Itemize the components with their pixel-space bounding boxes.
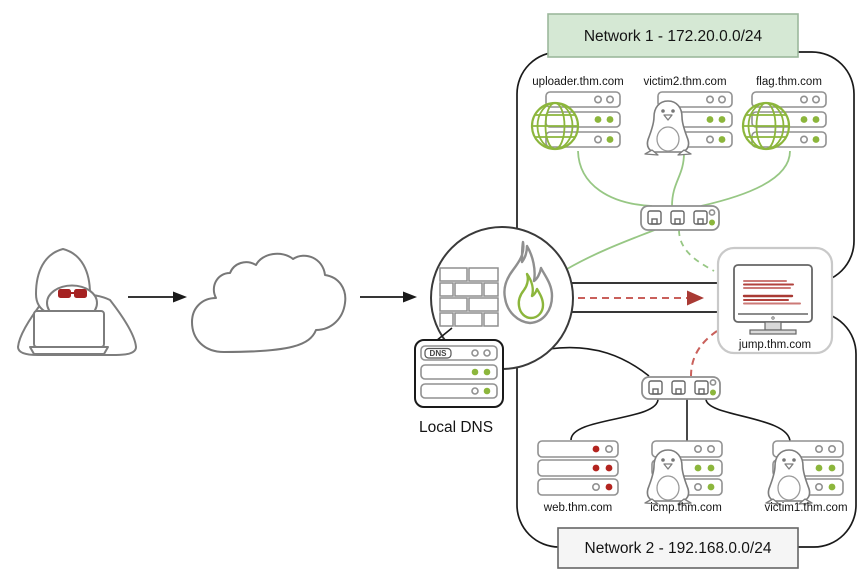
host-victim1: victim1.thm.com bbox=[764, 440, 848, 514]
host-victim2: victim2.thm.com bbox=[643, 76, 733, 156]
connector-flag-to-switch1 bbox=[700, 150, 791, 207]
firewall-icon bbox=[430, 226, 574, 370]
tux-icon bbox=[765, 449, 813, 505]
connector-victim2-to-switch1 bbox=[671, 152, 685, 207]
host-victim2-label: victim2.thm.com bbox=[643, 76, 726, 88]
dns-badge-label: DNS bbox=[430, 349, 448, 358]
flame-icon bbox=[503, 240, 554, 325]
network1-title-label: Network 1 - 172.20.0.0/24 bbox=[584, 28, 763, 45]
arrow-internet-to-firewall bbox=[360, 291, 417, 303]
dns-server-icon: DNS bbox=[414, 339, 504, 408]
host-uploader: uploader.thm.com bbox=[530, 76, 624, 151]
host-flag: flag.thm.com bbox=[741, 76, 827, 151]
tux-icon bbox=[644, 100, 692, 156]
connector-jump-to-switch2-dashed bbox=[690, 330, 718, 377]
switch1-icon bbox=[640, 205, 720, 231]
connector-firewall-to-switch2 bbox=[548, 346, 650, 377]
host-flag-label: flag.thm.com bbox=[756, 76, 822, 88]
connector-switch2-to-web bbox=[570, 398, 659, 441]
connector-firewall-to-dns bbox=[435, 327, 453, 342]
monitor-icon bbox=[733, 264, 813, 335]
network1-connectors bbox=[577, 150, 791, 272]
local-dns-label: Local DNS bbox=[419, 419, 493, 436]
host-web: web.thm.com bbox=[537, 440, 619, 514]
host-uploader-label: uploader.thm.com bbox=[532, 76, 623, 88]
globe-icon bbox=[530, 101, 580, 151]
server-rack-icon bbox=[545, 91, 621, 148]
host-victim1-label: victim1.thm.com bbox=[764, 502, 847, 514]
host-icmp-label: icmp.thm.com bbox=[650, 502, 722, 514]
network2-title-label: Network 2 - 192.168.0.0/24 bbox=[585, 540, 772, 557]
cloud-icon bbox=[191, 252, 347, 353]
connector-switch2-to-victim1 bbox=[705, 398, 791, 443]
brick-wall-icon bbox=[439, 267, 499, 327]
network2-title: Network 2 - 192.168.0.0/24 bbox=[557, 527, 799, 569]
jump-host-label: jump.thm.com bbox=[738, 339, 811, 351]
network2-connectors bbox=[570, 330, 791, 443]
arrow-hacker-to-internet bbox=[128, 291, 187, 303]
connector-uploader-to-switch1 bbox=[577, 150, 653, 207]
jump-host: jump.thm.com bbox=[716, 246, 834, 355]
server-rack-icon bbox=[537, 440, 619, 496]
tux-icon bbox=[644, 449, 692, 505]
network1-title: Network 1 - 172.20.0.0/24 bbox=[547, 13, 799, 58]
connector-switch1-to-jump-dashed bbox=[678, 229, 715, 272]
local-dns-server: DNS Local DNS bbox=[414, 327, 504, 436]
red-dashed-attack-arrow bbox=[578, 290, 704, 306]
host-web-label: web.thm.com bbox=[543, 502, 612, 514]
host-icmp: icmp.thm.com bbox=[644, 440, 723, 514]
laptop-icon bbox=[33, 310, 105, 348]
switch2-icon bbox=[641, 376, 721, 400]
hacker-glasses bbox=[58, 289, 71, 298]
globe-icon bbox=[741, 101, 791, 151]
hacker-icon bbox=[17, 248, 137, 356]
connector-firewall-to-switch1 bbox=[566, 228, 658, 270]
